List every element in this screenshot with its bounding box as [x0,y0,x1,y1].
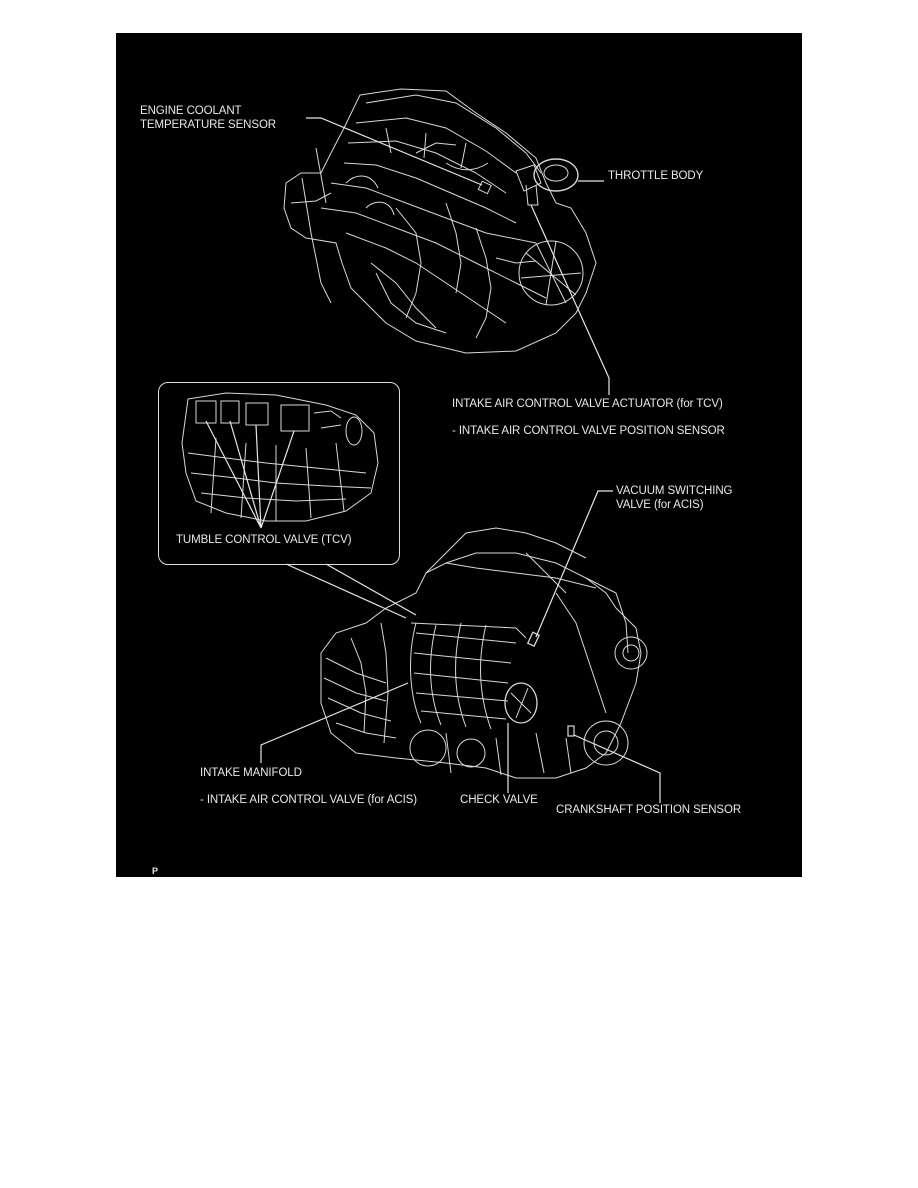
label-line-1: ENGINE COOLANT [140,105,242,117]
label-line-1: VACUUM SWITCHING [616,485,733,497]
inset-drawing [181,392,379,522]
upper-engine-drawing [283,88,597,354]
label-intake-air-control-valve-actuator: INTAKE AIR CONTROL VALVE ACTUATOR (for T… [452,398,723,410]
tcv-inset-frame [158,382,400,565]
label-vacuum-switching-valve: VACUUM SWITCHING VALVE (for ACIS) [616,484,732,512]
label-line-2: VALVE (for ACIS) [616,499,704,511]
label-throttle-body: THROTTLE BODY [608,170,704,182]
label-intake-air-control-valve: - INTAKE AIR CONTROL VALVE (for ACIS) [200,794,417,806]
label-intake-manifold: INTAKE MANIFOLD [200,767,302,779]
figure-code: P [152,866,159,876]
label-intake-air-control-valve-position-sensor: - INTAKE AIR CONTROL VALVE POSITION SENS… [452,425,725,437]
engine-line-art [181,88,661,803]
label-line-2: TEMPERATURE SENSOR [140,119,277,131]
leader-lines [205,117,661,803]
label-tumble-control-valve: TUMBLE CONTROL VALVE (TCV) [176,534,352,546]
label-crankshaft-position-sensor: CRANKSHAFT POSITION SENSOR [556,804,742,816]
lower-engine-drawing [320,527,648,779]
label-engine-coolant-temp-sensor: ENGINE COOLANT TEMPERATURE SENSOR [140,104,276,132]
label-check-valve: CHECK VALVE [460,794,538,806]
diagram-panel: ENGINE COOLANT TEMPERATURE SENSOR THROTT… [116,33,802,877]
